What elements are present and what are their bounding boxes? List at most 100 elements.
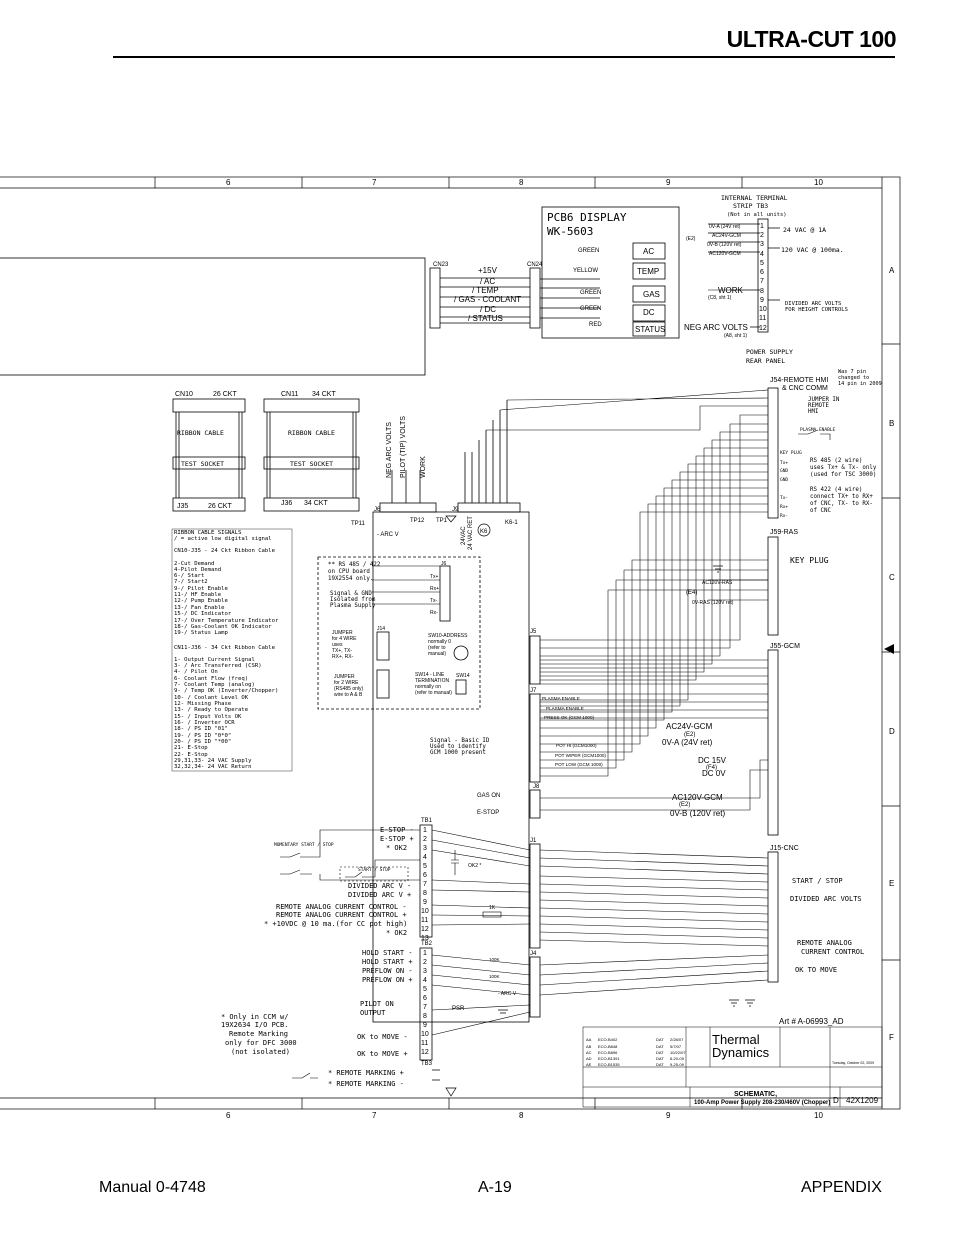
- sw10: manual): [428, 651, 446, 657]
- tb-date: Tuesday, October 02, 2009: [832, 1061, 874, 1065]
- jumper2: (RS485 only): [334, 686, 364, 692]
- tb1-ok2: OK2 *: [468, 863, 481, 869]
- j7-signal: PLASMA ENABLE: [542, 696, 580, 701]
- svg-text:9: 9: [423, 899, 427, 906]
- j54-jumper: HMI: [808, 409, 818, 415]
- jumper2: JUMPER: [334, 674, 355, 680]
- svg-text:5/7/07: 5/7/07: [670, 1044, 682, 1049]
- rs485-head: 19X2554 only.: [328, 576, 373, 582]
- svg-text:11: 11: [421, 1040, 428, 1047]
- pilot-tip-volts-label: PILOT (TIP) VOLTS: [400, 416, 407, 478]
- company-name-2: Dynamics: [712, 1045, 770, 1060]
- cn11-signal: 9- / Temp OK (Inverter/Chopper): [174, 688, 278, 694]
- rs485-pin: Rx+: [430, 586, 439, 592]
- tb3-pin-6: 6: [760, 269, 764, 276]
- svg-text:ECO-B848: ECO-B848: [598, 1044, 618, 1049]
- j54-rs485: RS 485 (2 wire): [810, 458, 862, 464]
- j4-label: J4: [530, 951, 537, 957]
- tp1-label: TP1: [436, 518, 448, 524]
- j54-rs485: uses Tx+ & Tx- only: [810, 465, 877, 471]
- cn10-ckt: 26 CKT: [213, 391, 237, 398]
- tb2-label: HOLD START -: [362, 949, 413, 957]
- j36-ckt: 34 CKT: [304, 500, 328, 507]
- svg-text:AA: AA: [586, 1037, 592, 1042]
- tb2-label: HOLD START +: [362, 958, 413, 966]
- svg-text:DAT: DAT: [656, 1044, 664, 1049]
- grid-row-c: C: [889, 573, 895, 582]
- sw14: TERMINATION: [415, 678, 449, 684]
- svg-text:9-25-09: 9-25-09: [670, 1062, 685, 1067]
- tp12-label: TP12: [410, 518, 425, 524]
- svg-text:10: 10: [421, 908, 429, 915]
- tb3-pin-2: 2: [760, 232, 764, 239]
- cn10-head: CN10-J35 - 24 Ckt Ribbon Cable: [174, 548, 276, 554]
- tb2-title: TB2: [421, 941, 433, 947]
- svg-text:AD: AD: [586, 1056, 592, 1061]
- cn11-signal: 19- / PS ID "0*0": [174, 733, 231, 739]
- tb3-24vac: 24 VAC @ 1A: [783, 226, 826, 234]
- remote-marking-2: * REMOTE MARKING -: [328, 1080, 404, 1088]
- svg-text:10: 10: [421, 1031, 429, 1038]
- tb1-label: REMOTE ANALOG CURRENT CONTROL -: [276, 903, 407, 911]
- j54-pin: Tx-: [780, 495, 788, 501]
- j55-f4: (F4): [706, 765, 717, 771]
- svg-text:6: 6: [423, 995, 427, 1002]
- j35-label: J35: [177, 503, 188, 510]
- svg-text:2/28/07: 2/28/07: [670, 1037, 684, 1042]
- j54-note: 14 pin in 2009: [838, 381, 882, 387]
- header-rule: [113, 56, 895, 58]
- j9-label: J9: [452, 507, 459, 513]
- e-stop-label: E-STOP: [477, 810, 499, 816]
- tb3-divided: DIVIDED ARC VOLTS: [785, 301, 841, 307]
- tb3-row-4: AC120V-GCM: [709, 251, 741, 257]
- j59-e4: (E4): [686, 590, 697, 596]
- tb3-pin-4: 4: [760, 251, 764, 258]
- svg-text:ECO-B1535: ECO-B1535: [598, 1062, 620, 1067]
- cn23-signal-5: / DC: [480, 305, 496, 314]
- signal-basic: Used to identify: [430, 744, 486, 750]
- cn23-signal-1: +15V: [478, 266, 498, 275]
- cn10-label: CN10: [175, 391, 193, 398]
- jumper2: for 2 WIRE: [334, 680, 359, 686]
- cn11-signal: 3- / Arc Transferred (CSR): [174, 663, 262, 669]
- tb2-psr: PSR: [452, 1006, 465, 1012]
- cn11-signal: 32,32,34- 24 VAC Return: [174, 764, 251, 770]
- tb3-pin-9: 9: [760, 297, 764, 304]
- svg-text:7: 7: [423, 881, 427, 888]
- j54-rs422: connect TX+ to RX+: [810, 494, 873, 500]
- tb3b-title: TB3: [421, 1061, 433, 1067]
- led-4: GREEN: [580, 306, 601, 312]
- cn23-signal-6: / STATUS: [468, 314, 503, 323]
- tb1-label: * OK2: [386, 929, 407, 937]
- svg-text:3: 3: [423, 845, 427, 852]
- tb3-row-2: AC24V-GCM: [712, 233, 741, 239]
- jumper4: TX+, TX-: [332, 648, 352, 654]
- svg-text:5: 5: [423, 863, 427, 870]
- cn11-signal: 15- / Input Volts OK: [174, 714, 242, 720]
- 100k-2: 100K: [489, 974, 500, 979]
- cn11-signal: 21- E-Stop: [174, 745, 208, 751]
- sw14: (refer to manual): [415, 690, 452, 696]
- cn11-signal: 13- / Ready to Operate: [174, 707, 249, 713]
- jumper4: RX+, RX-: [332, 654, 354, 660]
- cn11-head: CN11-J36 - 34 Ckt Ribbon Cable: [174, 645, 276, 651]
- cn10-signal: 4-Pilot Demand: [174, 567, 221, 573]
- j54-jumper: REMOTE: [808, 403, 829, 409]
- tb1-label: DIVIDED ARC V -: [348, 882, 411, 890]
- j54-pin: Tx+: [780, 460, 788, 466]
- signal-wiring: [372, 289, 769, 1036]
- rs485-head: on CPU board: [328, 569, 370, 575]
- tb3-neg-arc: NEG ARC VOLTS: [684, 323, 748, 332]
- 1k-label: 1K: [489, 905, 496, 911]
- sw14: SW14 - LINE: [415, 672, 445, 678]
- tb2-label: OK to MOVE +: [357, 1050, 408, 1058]
- svg-text:2: 2: [423, 959, 427, 966]
- grid-row-f: F: [889, 1033, 894, 1042]
- j7-label: J7: [530, 688, 537, 694]
- size-code: D: [833, 1096, 839, 1105]
- rs485-pin: Tx-: [430, 598, 438, 604]
- tb3-pin-8: 8: [760, 288, 764, 295]
- tb3-neg-arc-ref: (A8, sht 1): [724, 333, 747, 339]
- tb3-pin-12: 12: [759, 325, 767, 332]
